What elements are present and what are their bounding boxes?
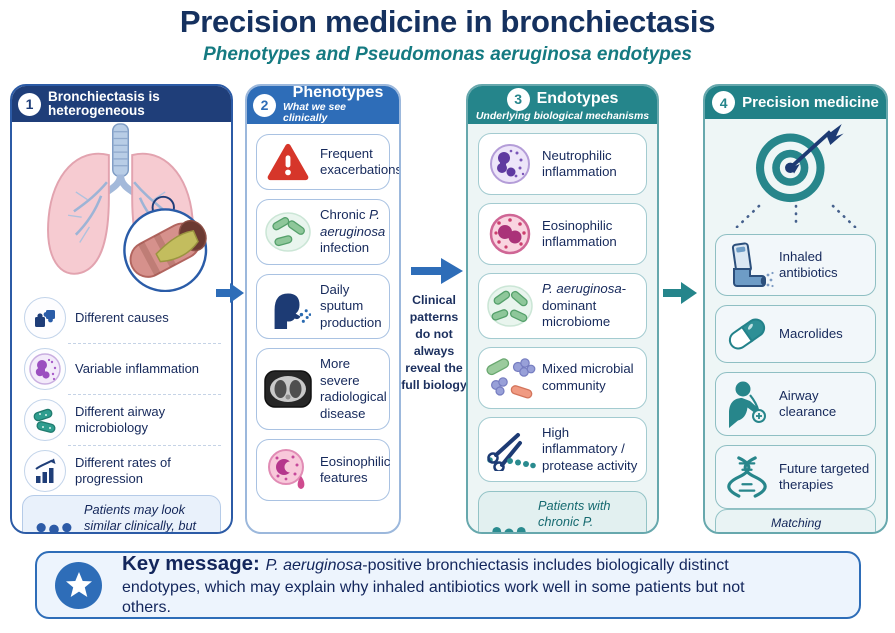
people-icon — [488, 521, 530, 532]
card-label: More severe radiological disease — [320, 356, 387, 421]
item-label: Different airway microbiology — [75, 404, 166, 435]
panel-4-header: 4 Precision medicine — [705, 86, 886, 119]
list-item-microbiology: Different airway microbiology — [22, 396, 225, 444]
capsule-icon — [720, 313, 774, 355]
card-label: High inflammatory / protease activity — [542, 424, 638, 473]
dna-icon — [720, 453, 774, 501]
card-label: Eosinophilic features — [320, 453, 391, 486]
note-pa-not-uniform: Patients with chronic P. aeruginosa are … — [478, 491, 647, 532]
fan-dotted-lines — [705, 204, 886, 228]
item-label: Variable inflammation — [75, 361, 200, 377]
card-label: Neutrophilic inflammation — [542, 147, 617, 180]
card-label: Macrolides — [779, 325, 843, 341]
mixed-microbes-icon — [483, 355, 537, 401]
key-message-text: Key message: P. aeruginosa-positive bron… — [122, 552, 745, 617]
bacteria-icon — [24, 399, 66, 441]
item-label: Different causes — [75, 310, 169, 326]
divider — [68, 343, 221, 344]
card-label: Airway clearance — [779, 387, 837, 420]
treatment-card-future-therapies: Future targeted therapies — [715, 445, 876, 509]
divider — [68, 394, 221, 395]
people-icon — [32, 517, 76, 532]
panel-3-subtitle: Underlying biological mechanisms — [475, 109, 650, 122]
panel-4-title: Precision medicine — [742, 93, 879, 111]
key-message-label: Key message: — [122, 552, 266, 576]
list-item-inflammation: Variable inflammation — [22, 345, 225, 393]
phenotype-card-sputum: Daily sputum production — [256, 273, 390, 339]
step-1-badge: 1 — [18, 92, 41, 116]
divider — [68, 445, 221, 446]
note-text: Patients may look similar clinically, bu… — [84, 502, 197, 533]
phenotype-card-pa-infection: Chronic P. aeruginosa infection — [256, 199, 390, 265]
eosinophil-icon — [483, 211, 537, 257]
note-matching-treatment: Matching treatment to biology may improv… — [715, 509, 876, 532]
treatment-card-inhaled-antibiotics: Inhaled antibiotics — [715, 234, 876, 296]
chart-icon — [24, 450, 66, 492]
item-label: Different rates of progression — [75, 455, 171, 486]
treatment-card-macrolides: Macrolides — [715, 305, 876, 363]
panel-endotypes: 3 Endotypes Underlying biological mechan… — [466, 84, 659, 534]
note-similar-patients: Patients may look similar clinically, bu… — [22, 495, 221, 533]
panel-precision-medicine: 4 Precision medicine — [703, 84, 888, 534]
panel-1-title: Bronchiectasis is heterogeneous — [48, 88, 160, 118]
key-message-box: Key message: P. aeruginosa-positive bron… — [35, 551, 861, 619]
panel-2-header: 2 Phenotypes What we see clinically — [247, 86, 399, 124]
panel-bronchiectasis-heterogeneous: 1 Bronchiectasis is heterogeneous — [10, 84, 233, 534]
card-label: Frequent exacerbations — [320, 145, 401, 178]
step-2-badge: 2 — [253, 93, 276, 117]
endotype-card-eosinophilic: Eosinophilic inflammation — [478, 203, 647, 265]
phenotype-card-exacerbations: Frequent exacerbations — [256, 134, 399, 190]
neutrophil-icon — [483, 141, 537, 187]
target-illustration — [705, 119, 886, 204]
airway-clearance-icon — [720, 380, 774, 428]
card-label: P. aeruginosa-dominant microbiome — [542, 281, 627, 329]
endotype-card-pa-dominant: P. aeruginosa-dominant microbiome — [478, 273, 647, 339]
scissors-icon — [483, 427, 537, 472]
card-label: Daily sputum production — [320, 281, 382, 330]
cell-icon — [24, 348, 66, 390]
list-item-causes: Different causes — [22, 294, 225, 342]
treatment-card-airway-clearance: Airway clearance — [715, 372, 876, 436]
panel-1-header: 1 Bronchiectasis is heterogeneous — [12, 86, 231, 122]
flow-arrow-1 — [216, 283, 244, 303]
card-label: Eosinophilic inflammation — [542, 217, 617, 250]
flow-arrow-3 — [663, 282, 697, 304]
step-3-badge: 3 — [506, 87, 530, 111]
star-icon — [55, 561, 102, 609]
green-bacteria-icon — [483, 283, 537, 329]
endotype-card-mixed: Mixed microbial community — [478, 346, 647, 409]
panel-2-title: Phenotypes — [292, 84, 384, 102]
page-title: Precision medicine in bronchiectasis — [179, 4, 716, 39]
flow-arrow-2 — [411, 258, 463, 284]
panel-2-subtitle: What we see clinically — [283, 100, 347, 125]
step-4-badge: 4 — [712, 91, 736, 114]
flow-caption: Clinical patterns do not always reveal t… — [401, 293, 467, 392]
card-label: Future targeted therapies — [779, 460, 870, 493]
puzzle-icon — [24, 297, 66, 339]
phenotype-card-eosinophilic: Eosinophilic features — [256, 439, 390, 501]
ct-scan-icon — [261, 370, 315, 408]
green-bacteria-icon — [261, 210, 315, 254]
card-label: Inhaled antibiotics — [779, 248, 838, 281]
eosinophil-icon — [261, 447, 315, 493]
panel-phenotypes: 2 Phenotypes What we see clinically Freq… — [245, 84, 401, 534]
list-item-progression: Different rates of progression — [22, 447, 225, 495]
warning-icon — [261, 142, 315, 182]
heterogeneity-list: Different causes Variable inflammation — [12, 292, 231, 495]
lungs-illustration — [12, 122, 231, 293]
panel-3-header: 3 Endotypes Underlying biological mechan… — [468, 86, 657, 124]
phenotype-card-radiology: More severe radiological disease — [256, 348, 390, 430]
card-label: Mixed microbial community — [542, 361, 634, 393]
endotype-card-neutrophilic: Neutrophilic inflammation — [478, 133, 647, 195]
note-text: Matching treatment to biology may improv… — [771, 516, 837, 532]
inhaler-icon — [720, 242, 774, 288]
card-label: Chronic P. aeruginosa infection — [320, 207, 386, 255]
page-subtitle: Phenotypes and Pseudomonas aeruginosa en… — [203, 44, 692, 65]
panel-3-title: Endotypes — [536, 89, 619, 107]
note-text: Patients with chronic P. aeruginosa are … — [538, 498, 623, 532]
cough-icon — [261, 283, 315, 330]
endotype-card-protease: High inflammatory / protease activity — [478, 416, 647, 482]
